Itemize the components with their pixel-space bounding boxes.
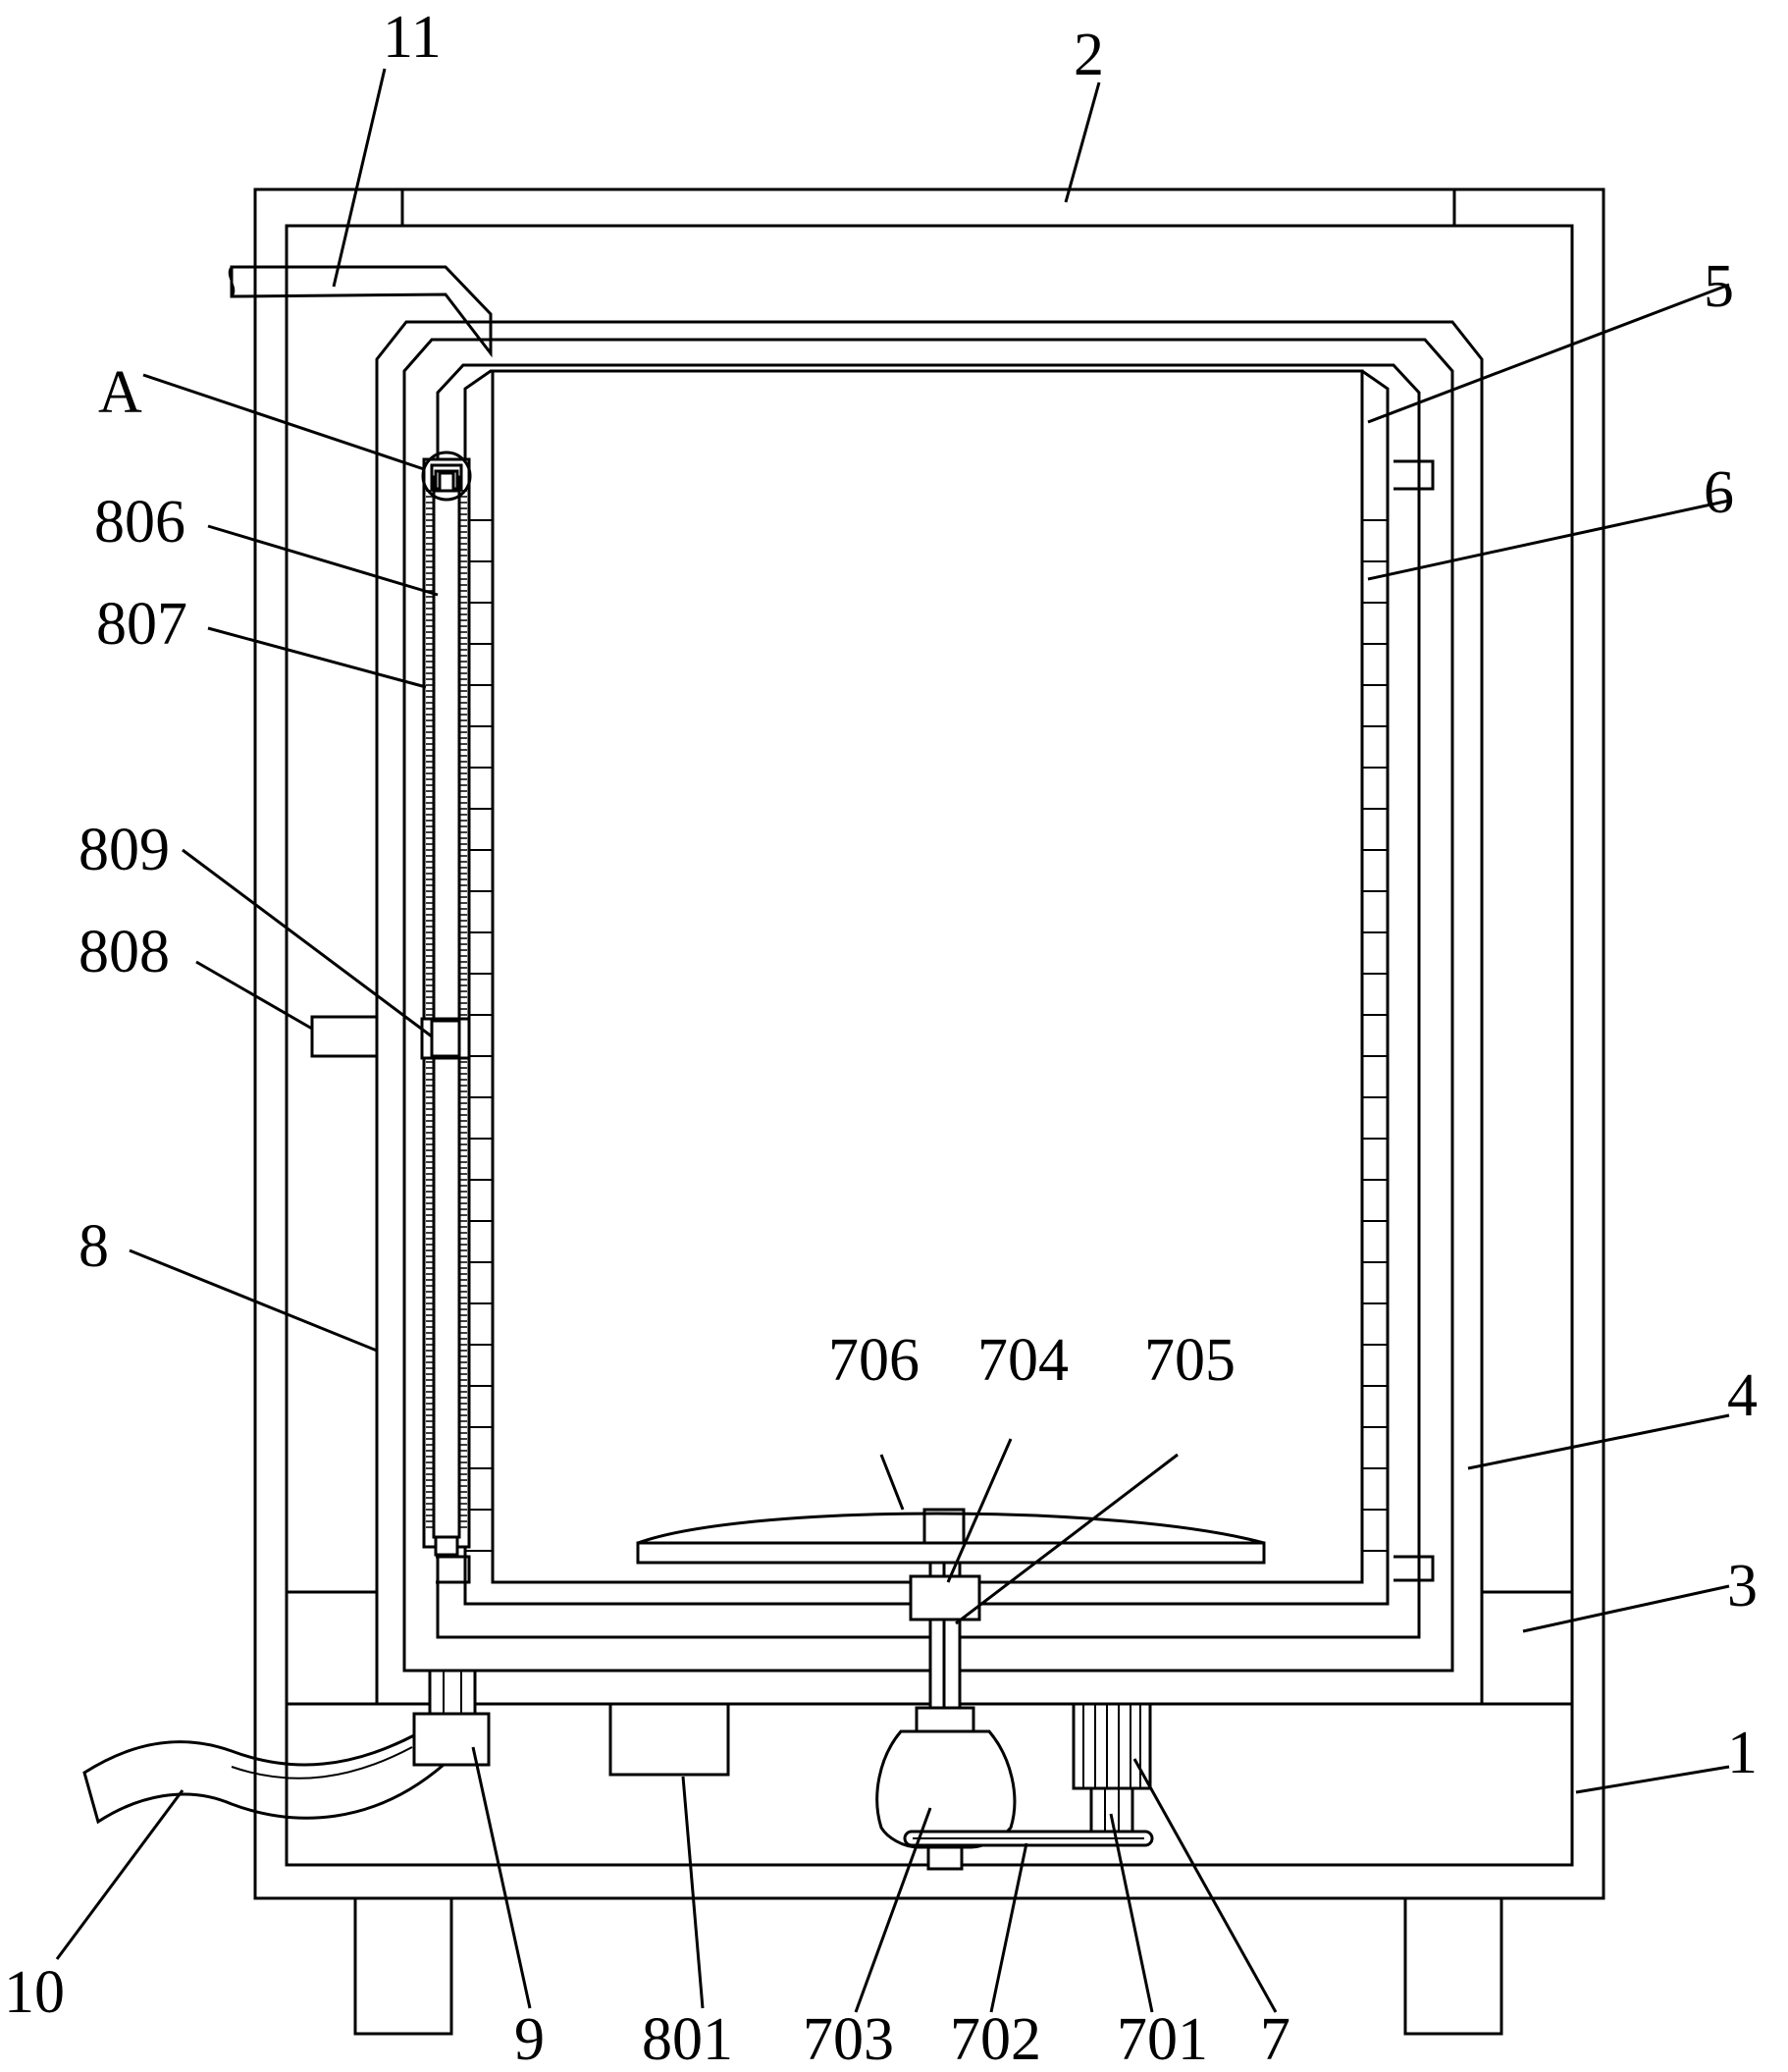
filter-rib-right	[1361, 1179, 1389, 1222]
filter-rib-right	[1361, 1467, 1389, 1511]
inner-tank	[463, 369, 1390, 1606]
filter-ribs	[464, 519, 1389, 1552]
filter-rib-right	[1361, 767, 1389, 810]
label-808: 808	[79, 919, 170, 985]
filter-rib-right	[1361, 1385, 1389, 1428]
label-809: 809	[79, 817, 170, 883]
label-a: A	[98, 359, 142, 426]
label-706: 706	[828, 1327, 920, 1394]
filter-rib-right	[1361, 684, 1389, 727]
label-4: 4	[1727, 1362, 1758, 1429]
filter-rib-right	[1361, 1014, 1389, 1057]
label-701: 701	[1117, 2006, 1208, 2072]
motor	[875, 1729, 1017, 1871]
label-11: 11	[383, 4, 442, 71]
label-1: 1	[1727, 1720, 1758, 1786]
filter-rib-right	[1361, 1138, 1389, 1181]
stirring-assembly	[636, 1508, 1266, 1739]
filter-rib-right	[1361, 1509, 1389, 1552]
label-702: 702	[950, 2006, 1041, 2072]
callout-labels: 11 2 5 A 6 806 807 809 808 8 706 704 705…	[4, 4, 1758, 2072]
filter-rib-right	[1361, 725, 1389, 769]
label-806: 806	[94, 489, 185, 556]
belt-drive	[903, 1702, 1154, 1847]
label-704: 704	[977, 1327, 1069, 1394]
middle-shell	[375, 320, 1484, 1704]
filter-rib-right	[1361, 890, 1389, 933]
guide-rail	[420, 457, 471, 1557]
filter-rib-right	[1361, 1426, 1389, 1469]
label-703: 703	[803, 2006, 894, 2072]
label-10: 10	[4, 1959, 65, 2026]
filter-rib-right	[1361, 560, 1389, 604]
feed-pipe	[228, 265, 493, 358]
label-6: 6	[1704, 459, 1734, 526]
filter-rib-right	[1361, 1220, 1389, 1263]
label-7: 7	[1260, 2006, 1290, 2072]
detail-circle-a	[421, 451, 472, 502]
filter-rib-right	[1361, 519, 1389, 562]
label-2: 2	[1074, 22, 1104, 88]
label-8: 8	[79, 1213, 109, 1280]
label-705: 705	[1144, 1327, 1236, 1394]
filter-rib-right	[1361, 1055, 1389, 1098]
tank-clips	[436, 459, 1435, 1584]
filter-rib-right	[1361, 1261, 1389, 1304]
filter-rib-right	[1361, 931, 1389, 975]
filter-rib-right	[1361, 643, 1389, 686]
filter-rib-right	[1361, 808, 1389, 851]
filter-rib-right	[1361, 1302, 1389, 1346]
filter-rib-right	[1361, 849, 1389, 892]
pump-and-hose	[82, 1669, 491, 1825]
filter-rib-right	[1361, 1344, 1389, 1387]
label-807: 807	[96, 591, 187, 658]
controller-box	[608, 1702, 730, 1777]
filter-rib-right	[1361, 973, 1389, 1016]
label-801: 801	[642, 2006, 733, 2072]
filter-rib-right	[1361, 1096, 1389, 1140]
label-5: 5	[1704, 253, 1734, 320]
filter-rib-right	[1361, 602, 1389, 645]
label-3: 3	[1727, 1553, 1758, 1620]
label-9: 9	[514, 2006, 545, 2072]
sensor-block	[310, 1015, 379, 1058]
leader-lines	[55, 68, 1730, 2013]
